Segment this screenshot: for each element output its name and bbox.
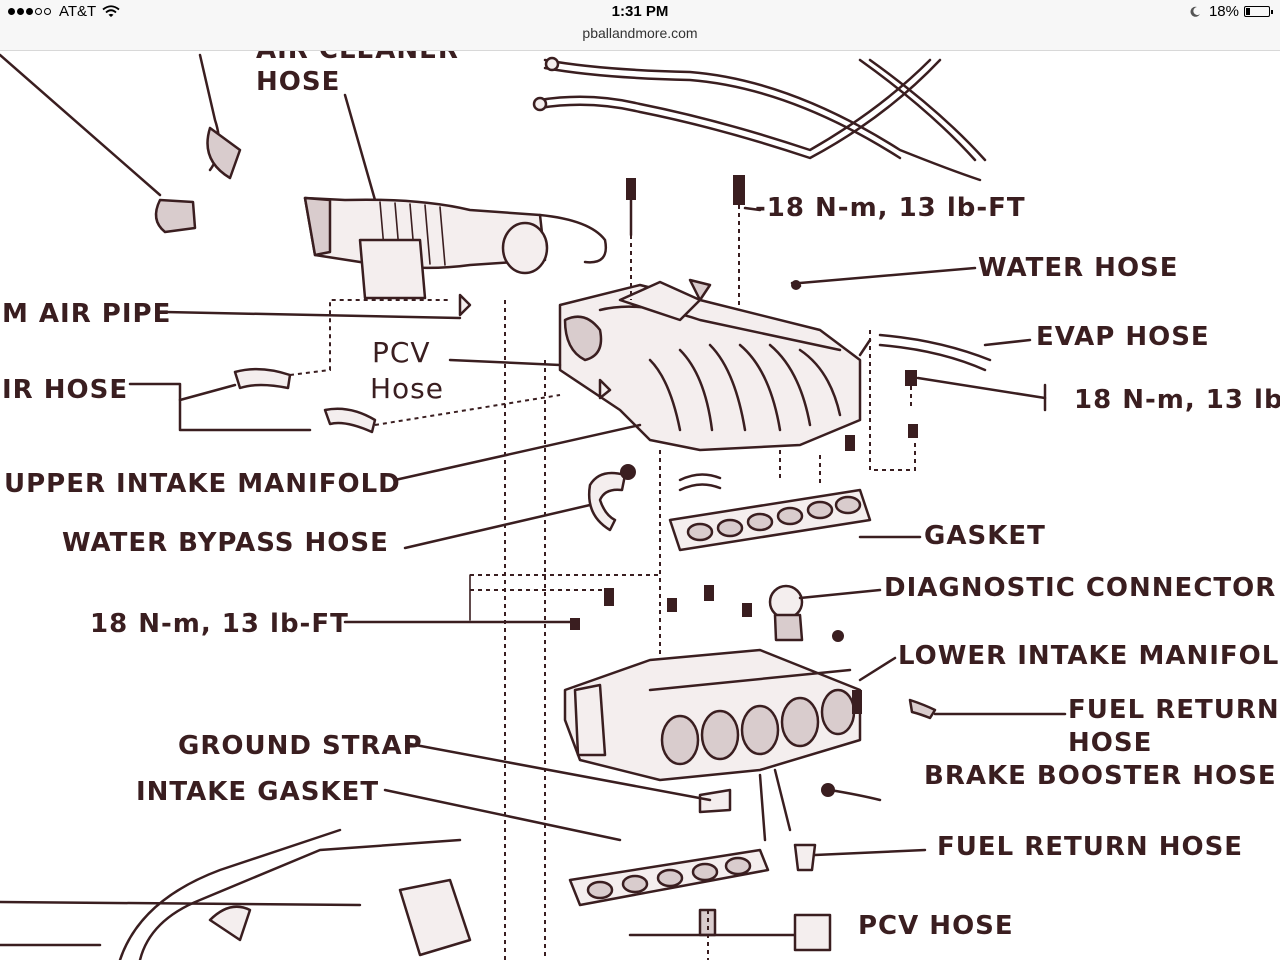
label-torque-left: 18 N-m, 13 lb-FT xyxy=(90,609,349,639)
battery-fill xyxy=(1246,8,1250,15)
moon-icon xyxy=(1190,6,1200,17)
label-air-cleaner-hose: HOSE xyxy=(256,67,340,97)
construction-lines-drawing xyxy=(469,300,821,960)
label-gasket: GASKET xyxy=(924,521,1046,551)
bolts-top-drawing xyxy=(626,175,802,310)
intake-manifold-diagram: AIR CLEANER HOSE -18 N-m, 13 lb-FT WATER… xyxy=(0,51,1280,960)
label-pcv-hose-bottom: PCV HOSE xyxy=(858,911,1014,941)
signal-dot xyxy=(8,8,15,15)
signal-dot xyxy=(44,8,51,15)
label-water-bypass-hose: WATER BYPASS HOSE xyxy=(62,528,389,558)
label-diagnostic-connector: DIAGNOSTIC CONNECTOR xyxy=(884,573,1276,603)
signal-dot xyxy=(35,8,42,15)
engine-block-drawing xyxy=(0,828,832,960)
wifi-icon xyxy=(102,5,120,17)
pcv-hose-drawing xyxy=(233,293,612,434)
carrier-group: AT&T xyxy=(8,3,120,20)
lower-intake-manifold-drawing xyxy=(563,584,862,782)
label-intake-gasket: INTAKE GASKET xyxy=(136,777,379,807)
leader-lines xyxy=(128,206,1032,857)
label-fuel-return-hose-2: FUEL RETURN HOSE xyxy=(937,832,1243,862)
label-torque-right: 18 N-m, 13 lb- xyxy=(1074,385,1280,415)
label-fuel-return: FUEL RETURN xyxy=(1068,695,1280,725)
battery-group: 18% xyxy=(1189,3,1273,20)
lower-hoses-drawing xyxy=(568,698,1067,907)
label-air-hose: IR HOSE xyxy=(2,375,128,405)
status-bar: AT&T 1:31 PM pballandmore.com 18% xyxy=(0,0,1280,51)
label-fuel-return-hose: HOSE xyxy=(1068,728,1152,758)
air-cleaner-drawing xyxy=(0,53,608,300)
label-pcv: PCV xyxy=(372,336,431,369)
upper-intake-manifold-drawing xyxy=(558,278,862,452)
gasket-drawing xyxy=(668,488,872,552)
label-pcv-hose: Hose xyxy=(370,372,444,405)
signal-dot xyxy=(17,8,24,15)
label-lower-intake-manifold: LOWER INTAKE MANIFOLD xyxy=(898,641,1280,671)
label-brake-booster-hose: BRAKE BOOSTER HOSE xyxy=(924,761,1277,791)
evap-hose-drawing xyxy=(845,330,1047,471)
label-water-hose: WATER HOSE xyxy=(978,253,1179,283)
signal-dots-icon xyxy=(8,8,53,15)
clock-time: 1:31 PM xyxy=(611,3,669,20)
label-air-pipe: M AIR PIPE xyxy=(2,299,171,329)
label-upper-intake-manifold: UPPER INTAKE MANIFOLD xyxy=(4,469,401,499)
battery-percent: 18% xyxy=(1208,3,1239,20)
label-torque-top: -18 N-m, 13 lb-FT xyxy=(755,193,1026,223)
diagram-labels: AIR CLEANER HOSE -18 N-m, 13 lb-FT WATER… xyxy=(2,51,1280,941)
battery-icon xyxy=(1244,6,1273,17)
address-url[interactable]: pballandmore.com xyxy=(582,25,698,41)
signal-dot xyxy=(26,8,33,15)
label-ground-strap: GROUND STRAP xyxy=(178,731,423,761)
water-bypass-drawing xyxy=(587,464,722,532)
upper-hoses-drawing xyxy=(532,56,987,182)
label-air-cleaner: AIR CLEANER xyxy=(256,51,459,65)
label-evap-hose: EVAP HOSE xyxy=(1036,322,1210,352)
carrier-name: AT&T xyxy=(59,3,97,20)
